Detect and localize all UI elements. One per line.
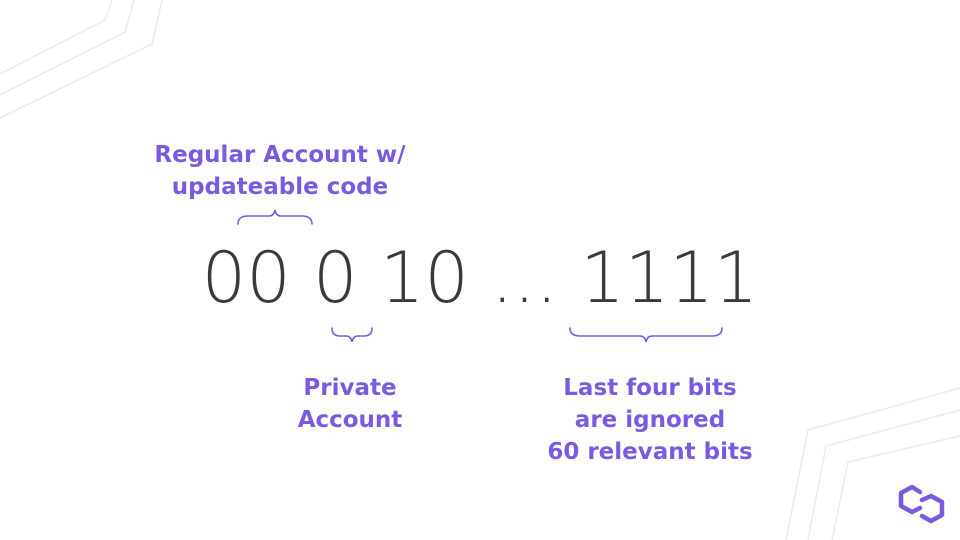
regular-account-label-line-2: updateable code — [171, 174, 389, 200]
ignored-bits-label-line-1: Last four bits — [563, 375, 737, 401]
private-account-brace — [331, 327, 373, 343]
polygon-logo-icon — [898, 484, 945, 524]
bit-group-ignored: 1111 — [580, 237, 759, 319]
ignored-bits-label: Last four bits are ignored 60 relevant b… — [520, 372, 780, 468]
bit-group-regular-account: 00 — [201, 237, 291, 319]
bit-sequence: 00 0 10 ... 1111 — [0, 236, 960, 320]
private-account-label: Private Account — [250, 372, 450, 436]
ignored-bits-label-line-2: are ignored — [574, 407, 726, 433]
ignored-bits-brace — [569, 327, 723, 343]
private-account-label-line-2: Account — [297, 407, 403, 433]
regular-account-label-line-1: Regular Account w/ — [154, 142, 406, 168]
top-brace — [237, 209, 313, 225]
bit-group-middle: 10 — [379, 237, 469, 319]
ignored-bits-label-line-3: 60 relevant bits — [547, 439, 753, 465]
bit-group-private-account: 0 — [313, 237, 358, 319]
bit-group-ellipsis: ... — [491, 237, 558, 319]
private-account-label-line-1: Private — [303, 375, 397, 401]
regular-account-label: Regular Account w/ updateable code — [120, 139, 440, 203]
